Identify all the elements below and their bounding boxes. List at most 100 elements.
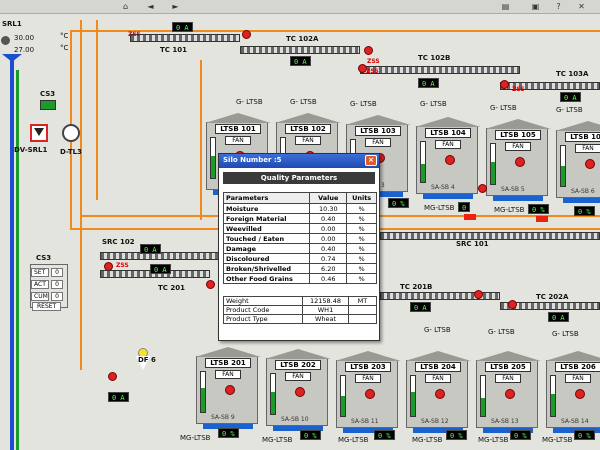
- param-unit: %: [346, 213, 377, 224]
- zss-label: ZSS: [128, 31, 141, 38]
- tc201b-readout: 0 A: [410, 302, 431, 312]
- silo-outlet: [483, 428, 533, 433]
- df6-motor[interactable]: [108, 372, 117, 381]
- cs3-indicator[interactable]: [40, 100, 56, 110]
- silo-outlet: [203, 424, 253, 429]
- forward-icon[interactable]: ►: [172, 2, 179, 11]
- mg-ltsb-label: MG-LTSB: [478, 436, 509, 444]
- level-fill: [201, 388, 205, 412]
- silo-readout: 0 %: [446, 430, 467, 440]
- level-bar: [340, 375, 346, 417]
- silo-sensor-icon[interactable]: [225, 385, 235, 395]
- reset-button[interactable]: RESET: [32, 302, 62, 311]
- zss-label: ZSS: [116, 262, 129, 269]
- conveyor-src101[interactable]: [380, 232, 600, 240]
- silo-name: LTSB 103: [355, 126, 401, 136]
- tc201b-motor[interactable]: [474, 290, 483, 299]
- conveyor-tc102b[interactable]: [360, 66, 520, 74]
- conveyor-tc101[interactable]: [130, 34, 240, 42]
- param-value: 0.40: [309, 213, 348, 224]
- tc101-motor[interactable]: [242, 30, 251, 39]
- silo-name: LTSB 203: [345, 362, 391, 372]
- level-bar: [490, 143, 496, 185]
- col-value: Value: [309, 192, 348, 204]
- param-value: 0.46: [309, 273, 348, 284]
- silo-name: LTSB 101: [215, 124, 261, 134]
- silo-readout: 0 %: [574, 430, 595, 440]
- silo-sensor-icon[interactable]: [435, 389, 445, 399]
- silo-name: LTSB 205: [485, 362, 531, 372]
- sampler-icon[interactable]: [478, 184, 487, 193]
- fan-button[interactable]: FAN: [495, 374, 521, 383]
- silo-quality-dialog: Silo Number :5 × Quality Parameters Para…: [218, 153, 380, 341]
- fan-button[interactable]: FAN: [215, 370, 241, 379]
- silo-name: LTSB 106: [565, 132, 600, 142]
- level-fill: [341, 396, 345, 416]
- silo-sensor-icon[interactable]: [505, 389, 515, 399]
- silo-name: LTSB 201: [205, 358, 251, 368]
- param-unit: %: [346, 233, 377, 244]
- product-table: Weight 12158.48 MT Product Code WH1 Prod…: [222, 296, 378, 324]
- fan-button[interactable]: FAN: [365, 138, 391, 147]
- silo-sensor-icon[interactable]: [295, 387, 305, 397]
- param-unit: %: [346, 253, 377, 264]
- level-fill: [411, 392, 415, 416]
- silo-sensor-icon[interactable]: [445, 155, 455, 165]
- silo-readout: 0 %: [388, 198, 409, 208]
- fan-button[interactable]: FAN: [425, 374, 451, 383]
- motor-icon[interactable]: [62, 124, 80, 142]
- silo-roof: [335, 351, 401, 361]
- print-icon[interactable]: ▤: [501, 2, 510, 11]
- conveyor-tc102a[interactable]: [240, 46, 360, 54]
- temp-unit-1: °C: [60, 32, 69, 40]
- silo-sensor-icon[interactable]: [575, 389, 585, 399]
- window-icon[interactable]: ▣: [531, 2, 540, 11]
- silo-sensor-icon[interactable]: [515, 157, 525, 167]
- fan-button[interactable]: FAN: [295, 136, 321, 145]
- fan-button[interactable]: FAN: [355, 374, 381, 383]
- silo-readout: 0 %: [574, 206, 595, 216]
- fan-button[interactable]: FAN: [575, 144, 600, 153]
- cs3b-label: CS3: [36, 254, 52, 262]
- dialog-title: Silo Number :5: [223, 156, 282, 164]
- set-label: SET: [31, 267, 49, 277]
- home-icon[interactable]: ⌂: [122, 2, 129, 11]
- tc101-label: TC 101: [160, 46, 187, 54]
- close-icon[interactable]: ✕: [578, 2, 585, 11]
- fan-button[interactable]: FAN: [225, 136, 251, 145]
- fan-button[interactable]: FAN: [435, 140, 461, 149]
- fan-button[interactable]: FAN: [565, 374, 591, 383]
- dialog-titlebar[interactable]: Silo Number :5 ×: [219, 154, 379, 168]
- silo[interactable]: LTSB 106FANSA-SB 6: [555, 121, 600, 203]
- dialog-close-button[interactable]: ×: [365, 155, 377, 166]
- fan-button[interactable]: FAN: [285, 372, 311, 381]
- tc102b-motor[interactable]: [358, 64, 367, 73]
- level-bar: [200, 371, 206, 413]
- tc201b-label: TC 201B: [400, 283, 433, 291]
- level-bar: [560, 145, 566, 187]
- fan-button[interactable]: FAN: [505, 142, 531, 151]
- g-ltsb-label: G- LTSB: [552, 330, 579, 338]
- param-name: Other Food Grains: [222, 273, 311, 284]
- tc102a-motor[interactable]: [364, 46, 373, 55]
- silo-sensor-icon[interactable]: [585, 159, 595, 169]
- back-icon[interactable]: ◄: [147, 2, 154, 11]
- silo-sensor-icon[interactable]: [365, 389, 375, 399]
- tc201-motor[interactable]: [206, 280, 215, 289]
- conveyor-tc201b[interactable]: [380, 292, 500, 300]
- help-icon[interactable]: ?: [556, 2, 561, 11]
- tc202a-motor[interactable]: [508, 300, 517, 309]
- df6-label: DF 6: [138, 356, 156, 364]
- tc103a-motor[interactable]: [500, 80, 509, 89]
